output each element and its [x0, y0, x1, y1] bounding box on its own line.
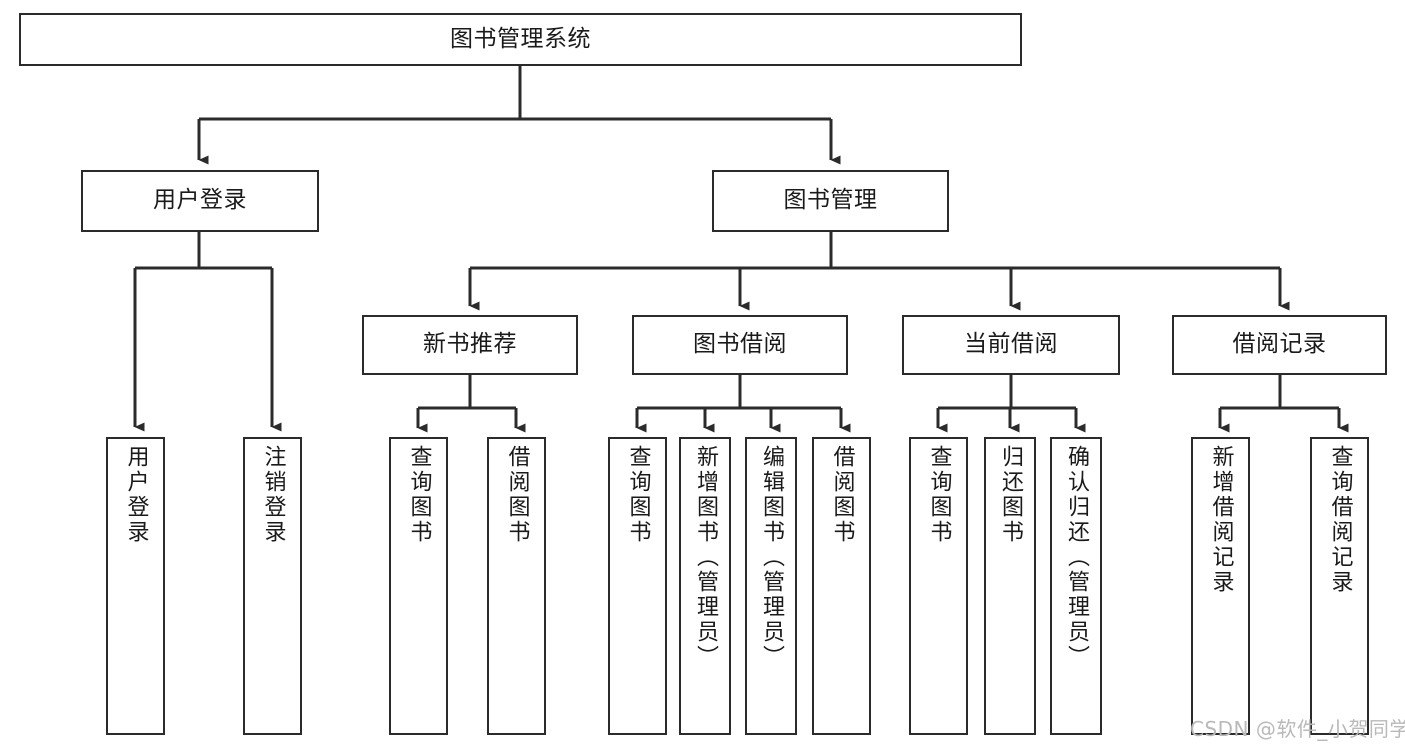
node-user-login-label: 用户登录 [153, 187, 247, 214]
node-root-label: 图书管理系统 [450, 25, 591, 52]
node-book-borrow[interactable]: 图书借阅 [632, 315, 848, 375]
node-leaf-rec-borrow-book-label: 借阅图书 [504, 445, 530, 545]
node-leaf-cur-return-book[interactable]: 归还图书 [984, 437, 1036, 735]
node-leaf-user-logout[interactable]: 注销登录 [243, 437, 302, 735]
node-book-manage[interactable]: 图书管理 [712, 170, 949, 232]
node-book-manage-label: 图书管理 [783, 187, 878, 214]
node-current-borrow-label: 当前借阅 [964, 331, 1058, 358]
node-new-book-rec[interactable]: 新书推荐 [362, 315, 578, 375]
node-current-borrow[interactable]: 当前借阅 [902, 315, 1120, 375]
node-leaf-cur-return-book-label: 归还图书 [998, 445, 1023, 545]
node-leaf-rec-query-record-label: 查询借阅记录 [1327, 445, 1353, 595]
node-leaf-cur-query-book-label: 查询图书 [926, 445, 952, 545]
node-root[interactable]: 图书管理系统 [19, 13, 1022, 66]
node-leaf-user-login-label: 用户登录 [123, 445, 149, 545]
node-leaf-cur-confirm-return[interactable]: 确认归还（管理员） [1050, 437, 1102, 735]
node-leaf-rec-query-book-label: 查询图书 [406, 445, 432, 545]
node-leaf-rec-query-record[interactable]: 查询借阅记录 [1310, 437, 1369, 735]
node-leaf-borrow-query-book[interactable]: 查询图书 [608, 437, 667, 735]
node-borrow-record-label: 借阅记录 [1232, 331, 1327, 358]
node-new-book-rec-label: 新书推荐 [423, 331, 517, 358]
node-leaf-borrow-lend-book[interactable]: 借阅图书 [812, 437, 871, 735]
node-book-borrow-label: 图书借阅 [693, 331, 787, 358]
node-leaf-cur-confirm-return-label: 确认归还（管理员） [1064, 445, 1089, 670]
node-leaf-borrow-edit-book[interactable]: 编辑图书（管理员） [745, 437, 797, 735]
node-leaf-rec-add-record-label: 新增借阅记录 [1208, 445, 1234, 595]
node-leaf-rec-borrow-book[interactable]: 借阅图书 [487, 437, 546, 735]
node-user-login[interactable]: 用户登录 [81, 170, 319, 232]
node-leaf-borrow-add-book[interactable]: 新增图书（管理员） [679, 437, 731, 735]
node-leaf-rec-add-record[interactable]: 新增借阅记录 [1191, 437, 1250, 735]
node-leaf-user-logout-label: 注销登录 [260, 445, 286, 545]
node-leaf-borrow-add-book-label: 新增图书（管理员） [693, 445, 718, 670]
node-borrow-record[interactable]: 借阅记录 [1172, 315, 1387, 375]
node-leaf-borrow-query-book-label: 查询图书 [625, 445, 651, 545]
node-leaf-borrow-edit-book-label: 编辑图书（管理员） [759, 445, 784, 670]
node-leaf-user-login[interactable]: 用户登录 [106, 437, 165, 735]
node-leaf-borrow-lend-book-label: 借阅图书 [829, 445, 855, 545]
node-leaf-rec-query-book[interactable]: 查询图书 [389, 437, 448, 735]
node-leaf-cur-query-book[interactable]: 查询图书 [909, 437, 968, 735]
